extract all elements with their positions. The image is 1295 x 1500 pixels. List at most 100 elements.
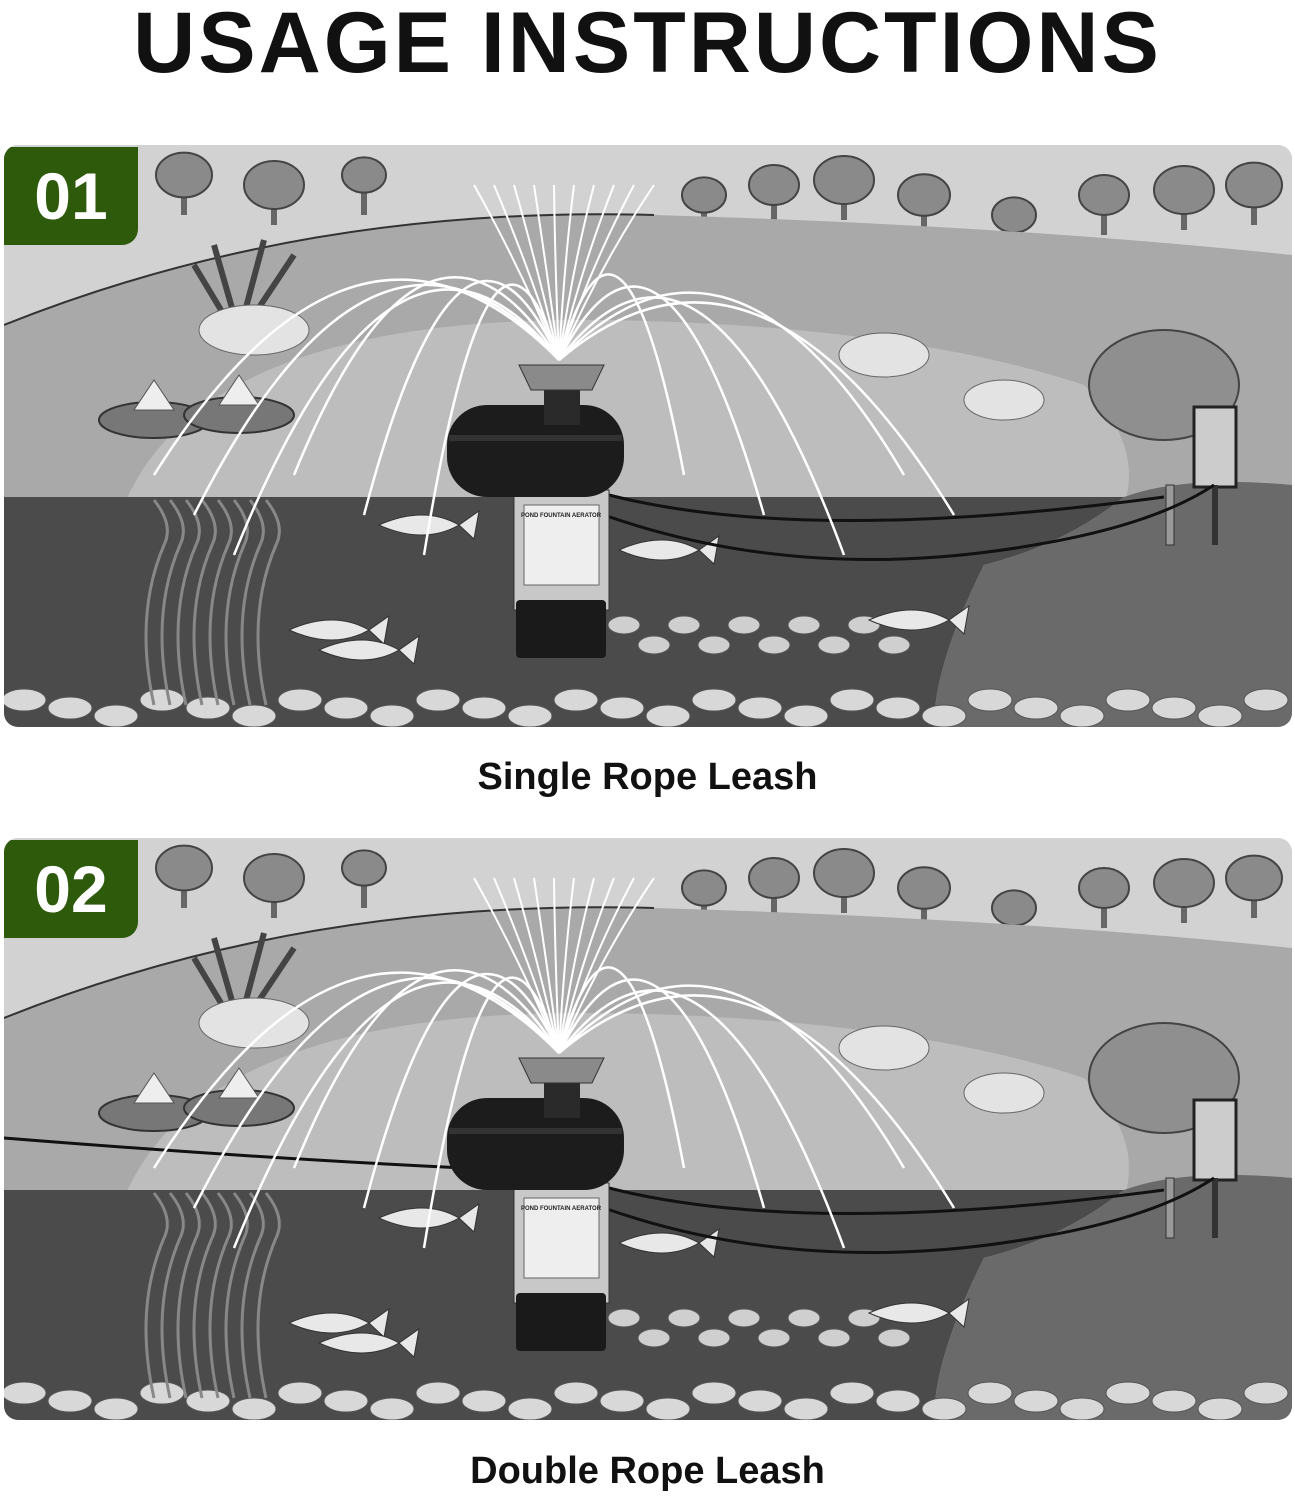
tree — [748, 857, 800, 899]
tree — [897, 173, 951, 217]
seaweed — [176, 499, 201, 706]
tree — [681, 869, 727, 907]
pebble — [277, 688, 323, 712]
fountain-spray — [553, 877, 560, 1054]
pebble — [507, 1397, 553, 1420]
rope-leash — [608, 493, 1165, 522]
tree — [991, 196, 1037, 234]
pebble — [4, 688, 47, 712]
seaweed — [224, 1192, 249, 1399]
pebble — [1243, 1381, 1289, 1405]
pebble — [691, 688, 737, 712]
fountain-spray — [493, 184, 560, 361]
rope-leash — [608, 1186, 1165, 1215]
tree — [1153, 858, 1215, 908]
reeds — [191, 239, 297, 317]
step-2-caption: Double Rope Leash — [470, 1450, 825, 1492]
seaweed — [224, 499, 249, 706]
control-box — [1192, 1098, 1238, 1182]
pebble — [415, 688, 461, 712]
fish — [867, 604, 970, 635]
pebble — [185, 1389, 231, 1413]
fountain-spray — [473, 184, 560, 361]
aerator-filter-base — [516, 600, 606, 658]
pebble — [637, 635, 671, 655]
pebble — [93, 704, 139, 727]
tree — [681, 176, 727, 214]
pebble — [875, 1389, 921, 1413]
pebble — [787, 615, 821, 635]
aerator-label — [523, 1197, 600, 1279]
fountain-spray — [558, 877, 655, 1054]
fountain-spray — [493, 877, 560, 1054]
pond-bank — [934, 1174, 1292, 1420]
control-box-post — [1212, 485, 1218, 545]
pebble — [4, 1381, 47, 1405]
pebble — [1105, 688, 1151, 712]
pebble — [1243, 688, 1289, 712]
seaweed — [160, 1192, 185, 1399]
pebble — [507, 704, 553, 727]
pebble — [369, 1397, 415, 1420]
step-2-illustration: POND FOUNTAIN AERATOR 02 — [4, 838, 1292, 1420]
control-box-post — [1212, 1178, 1218, 1238]
tree — [1078, 174, 1130, 216]
seaweed — [256, 1192, 281, 1399]
pebble — [607, 615, 641, 635]
fountain-spray — [558, 291, 906, 476]
pebble — [323, 1389, 369, 1413]
pebble — [1013, 1389, 1059, 1413]
pebble — [737, 696, 783, 720]
path-line — [4, 906, 655, 1019]
fish — [617, 534, 720, 565]
pebble — [1059, 1397, 1105, 1420]
rock — [838, 332, 930, 378]
fountain-spray — [362, 279, 561, 516]
tree — [155, 844, 213, 892]
fountain-spray — [558, 877, 615, 1054]
seaweed — [208, 499, 233, 706]
tree — [813, 155, 875, 205]
tree — [897, 866, 951, 910]
tree — [813, 848, 875, 898]
pebble — [967, 1381, 1013, 1405]
pebble — [645, 1397, 691, 1420]
pebble — [323, 696, 369, 720]
tree-trunk — [701, 195, 707, 235]
pebble — [553, 688, 599, 712]
pebble — [645, 704, 691, 727]
tree — [243, 853, 305, 903]
pebble — [277, 1381, 323, 1405]
fountain-spray — [558, 989, 846, 1249]
pebble — [877, 1328, 911, 1348]
control-box — [1192, 405, 1238, 489]
fountain-spray — [422, 283, 561, 556]
rock — [963, 1072, 1045, 1114]
fountain-spray — [533, 877, 560, 1054]
pebble — [817, 635, 851, 655]
pebble — [231, 1397, 277, 1420]
fountain-spray — [558, 184, 655, 361]
fish — [867, 1297, 970, 1328]
fountain-spray — [473, 877, 560, 1054]
page-title: USAGE INSTRUCTIONS — [133, 0, 1162, 91]
rope-leash-second — [4, 1136, 465, 1170]
pebble — [783, 1397, 829, 1420]
fish — [317, 1327, 420, 1358]
pebble — [757, 635, 791, 655]
tree — [991, 889, 1037, 927]
fountain-spray — [152, 278, 560, 476]
pebble — [599, 696, 645, 720]
fountain-spray — [232, 981, 560, 1249]
pebble — [369, 704, 415, 727]
fish — [287, 1307, 390, 1338]
pebble — [967, 688, 1013, 712]
fish — [317, 634, 420, 665]
seaweed — [192, 499, 217, 706]
pebble — [231, 704, 277, 727]
aerator-neck — [544, 390, 580, 425]
fountain-spray — [152, 971, 560, 1169]
product-label-text: POND FOUNTAIN AERATOR — [521, 513, 602, 519]
reeds — [191, 932, 297, 1010]
pebble — [727, 1308, 761, 1328]
